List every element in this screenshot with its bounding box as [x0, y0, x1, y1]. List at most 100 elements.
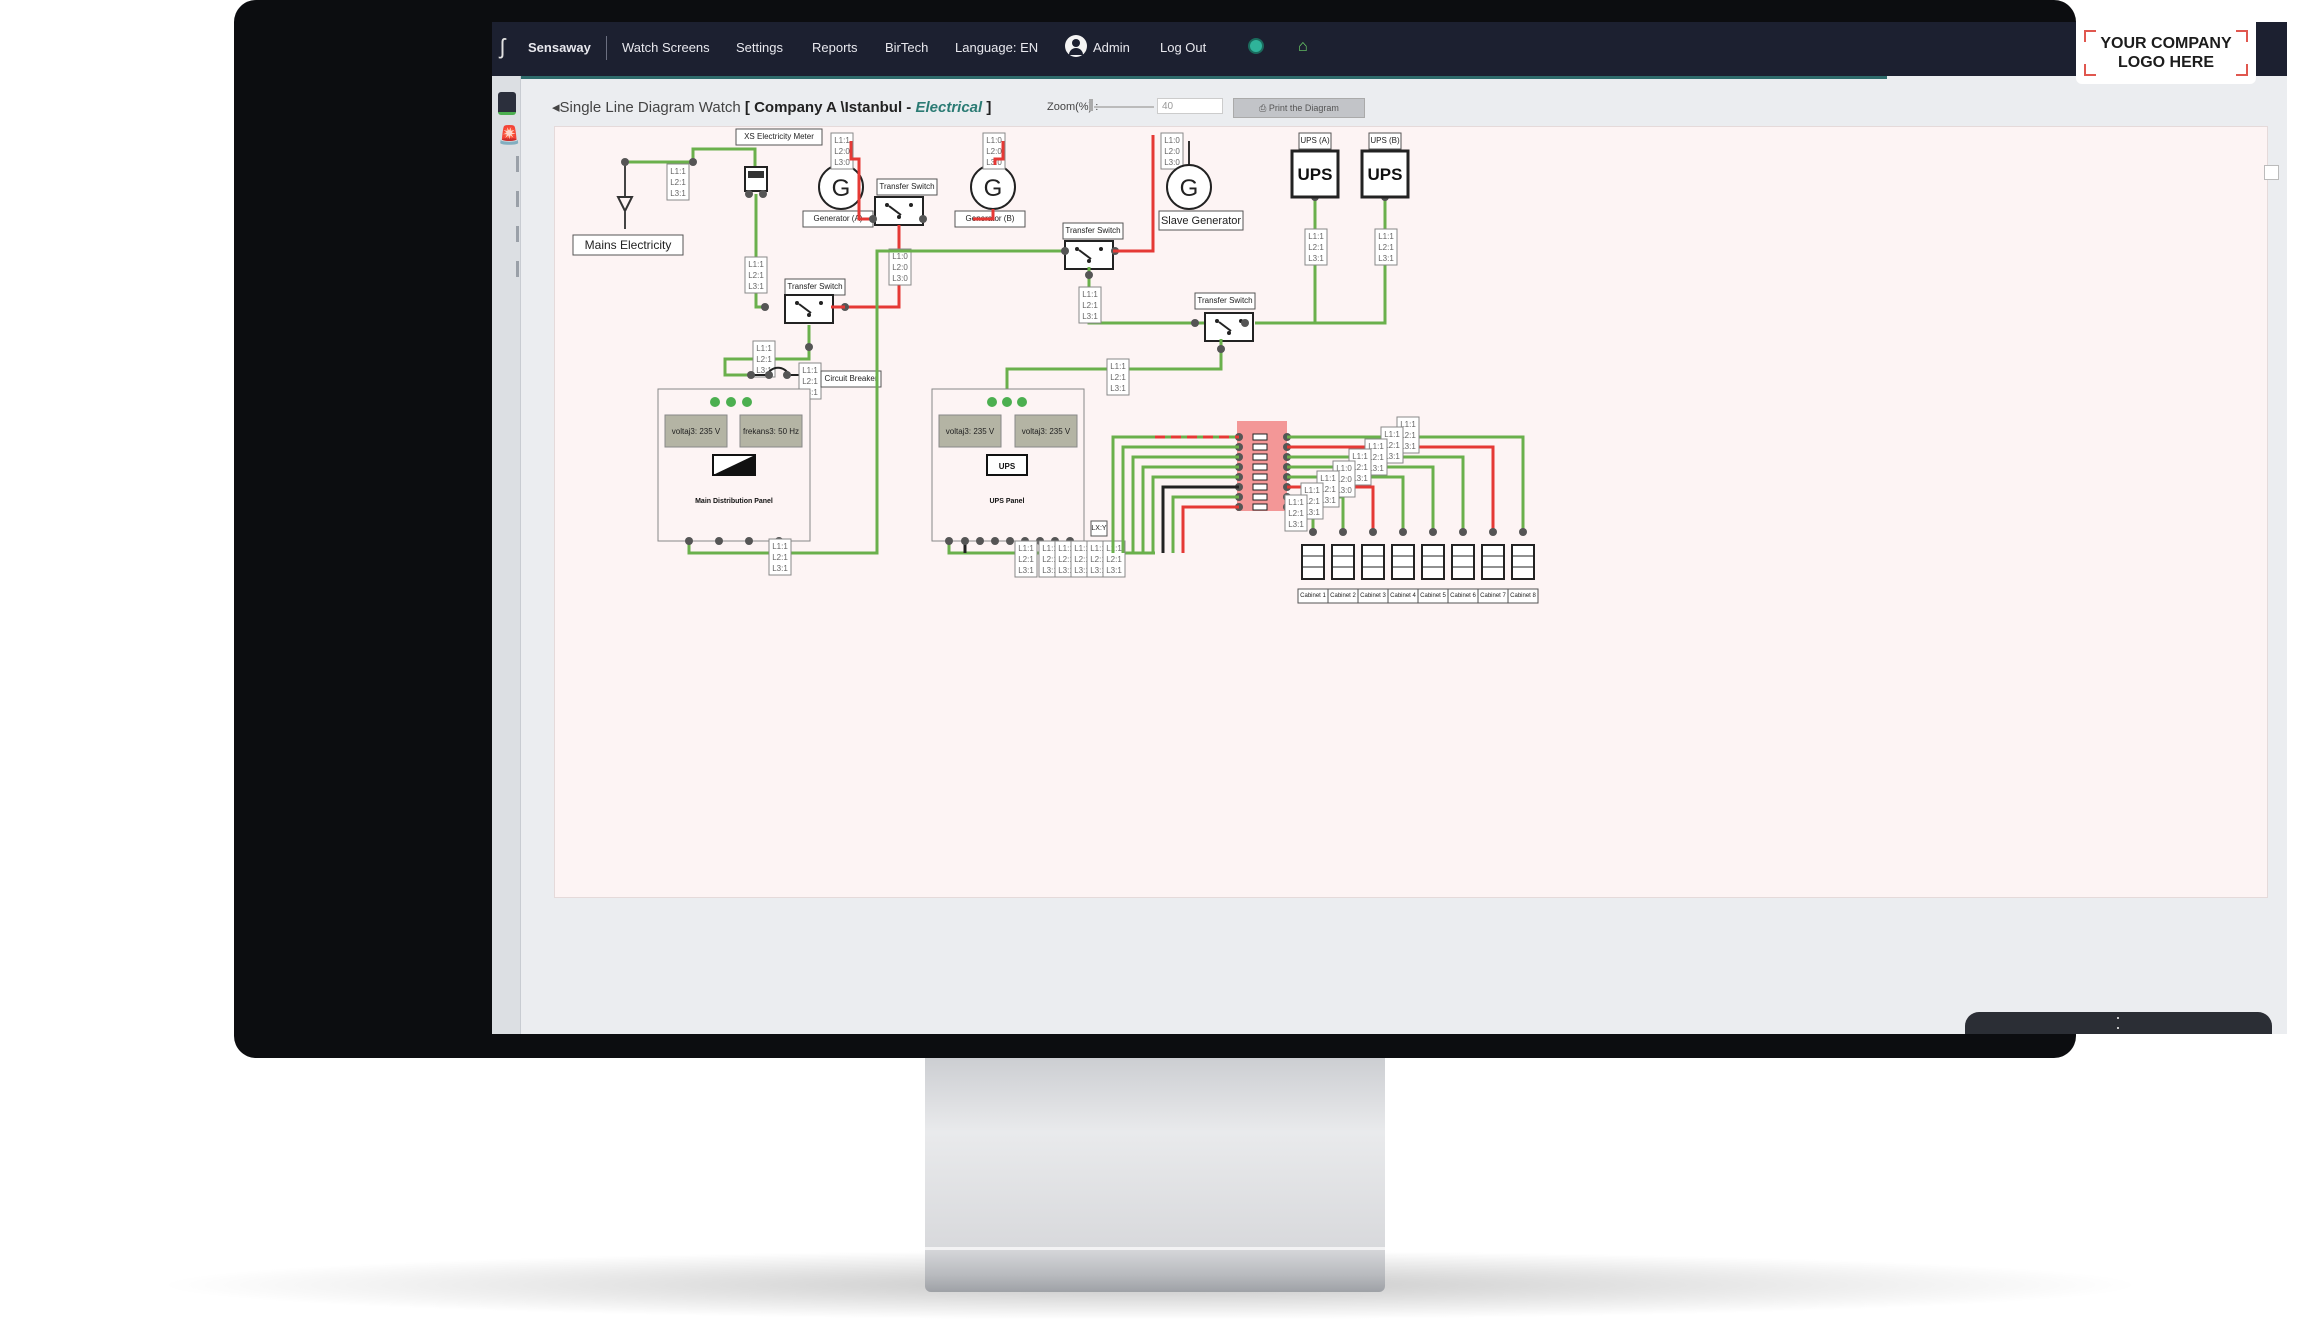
- server-cabinet-icon: [1361, 544, 1385, 580]
- phase-label: L3:1: [1042, 566, 1058, 575]
- server-cabinet-icon: [1421, 544, 1445, 580]
- phase-label: L1:0: [1164, 136, 1180, 145]
- switch-pin: [819, 301, 823, 305]
- junction-dot: [1191, 319, 1199, 327]
- home-icon[interactable]: ⌂: [1298, 38, 1308, 55]
- switch-blade: [798, 303, 812, 314]
- wire-mains-meter: [625, 147, 757, 167]
- user-avatar-icon[interactable]: [1065, 35, 1087, 57]
- switch-pin: [1087, 259, 1091, 263]
- left-rail: 🚨: [492, 76, 521, 1034]
- phase-label: L1:1: [1400, 420, 1416, 429]
- ups-symbol: UPS: [1368, 165, 1403, 184]
- nav-separator: [606, 36, 607, 60]
- circuit-breaker-label: Circuit Breaker: [825, 374, 878, 383]
- bus-fuse: [1252, 433, 1268, 441]
- junction-dot: [689, 158, 697, 166]
- phase-box: [1014, 540, 1038, 578]
- junction-dot: [783, 371, 791, 379]
- phase-label: L3:1: [1074, 566, 1090, 575]
- phase-box: [1106, 358, 1130, 396]
- phase-label: L2:1: [670, 178, 686, 187]
- side-checkbox[interactable]: [2264, 165, 2279, 180]
- navbar-accent-line: [492, 76, 1887, 79]
- rail-alarm-icon[interactable]: 🚨: [498, 125, 521, 145]
- meter-label-box: [735, 128, 823, 146]
- bottom-panel-handle[interactable]: ···: [1965, 1007, 2272, 1034]
- meter-display: [748, 171, 764, 178]
- phase-label: L1:1: [1082, 290, 1098, 299]
- junction-dot: [745, 537, 753, 545]
- phase-box: [830, 132, 854, 170]
- ups-display-1-text: voltaj3: 235 V: [946, 427, 995, 436]
- phase-label: L2:0: [1164, 147, 1180, 156]
- transfer-switch-4-label: Transfer Switch: [1197, 296, 1252, 305]
- mains-arrow-icon: [616, 196, 634, 214]
- server-cabinet-icon: [1301, 544, 1325, 580]
- phase-label: L1:1: [1304, 486, 1320, 495]
- zoom-input[interactable]: [1157, 98, 1223, 114]
- phase-label: L3:1: [1110, 384, 1126, 393]
- nav-settings[interactable]: Settings: [736, 40, 783, 55]
- wire-gen-a: [849, 141, 873, 221]
- screen: ʃ Sensaway Watch Screens Settings Report…: [492, 22, 2287, 1034]
- transfer-switch-1-label: Transfer Switch: [879, 182, 934, 191]
- slave-generator-label-box: [1158, 210, 1244, 231]
- phase-label: L3:1: [1308, 254, 1324, 263]
- phase-label: L3:1: [1352, 474, 1368, 483]
- phase-label: L3:1: [1378, 254, 1394, 263]
- junction-dot: [991, 537, 999, 545]
- transfer-switch-3-label-box: [1062, 222, 1124, 240]
- phase-box: [1374, 228, 1398, 266]
- bus-fuse: [1252, 463, 1268, 471]
- bus-feed-8: [1181, 505, 1239, 553]
- bus-fuse: [1252, 483, 1268, 491]
- phase-label: L3:1: [1288, 520, 1304, 529]
- phase-label: L3:1: [1384, 452, 1400, 461]
- phase-label: L3:1: [1368, 464, 1384, 473]
- zoom-slider[interactable]: [1094, 106, 1154, 108]
- switch-pin: [1099, 247, 1103, 251]
- brand-name[interactable]: Sensaway: [528, 40, 591, 55]
- phase-label: L2:1: [1058, 555, 1074, 564]
- phase-label: L1:0: [1336, 464, 1352, 473]
- back-chevron-icon[interactable]: ◂: [552, 99, 560, 116]
- wire-gen-b: [973, 209, 995, 221]
- zoom-slider-handle[interactable]: [1089, 99, 1093, 111]
- cabinet-label-5: Cabinet 5: [1420, 593, 1446, 599]
- ups-display-2: [1014, 414, 1078, 448]
- nav-reports[interactable]: Reports: [812, 40, 858, 55]
- junction-dot: [919, 215, 927, 223]
- phase-label: L2:1: [1090, 555, 1106, 564]
- print-diagram-button[interactable]: ⎙ Print the Diagram: [1233, 98, 1365, 118]
- rail-dashboard-icon[interactable]: [498, 92, 516, 115]
- server-cabinet-icon: [1481, 544, 1505, 580]
- rail-tick: [516, 261, 519, 277]
- switch-pin: [885, 203, 889, 207]
- switch-blade: [1078, 249, 1092, 260]
- phase-label: L1:1: [1320, 474, 1336, 483]
- nav-watch-screens[interactable]: Watch Screens: [622, 40, 710, 55]
- ups-b-label-box: [1368, 132, 1402, 150]
- nav-language[interactable]: Language: EN: [955, 40, 1039, 55]
- phase-label: L2:1: [1074, 555, 1090, 564]
- phase-box: [1078, 286, 1102, 324]
- nav-logout[interactable]: Log Out: [1160, 40, 1207, 55]
- switch-pin: [897, 215, 901, 219]
- top-navbar: ʃ Sensaway Watch Screens Settings Report…: [492, 22, 2287, 84]
- more-vertical-icon[interactable]: ···: [2115, 1007, 2121, 1034]
- nav-user[interactable]: Admin: [1093, 40, 1130, 55]
- nav-birtech[interactable]: BirTech: [885, 40, 929, 55]
- phase-label: L1:1: [756, 344, 772, 353]
- transfer-switch-1: [874, 196, 924, 226]
- bus-fuse: [1252, 493, 1268, 501]
- monitor-bezel: ʃ Sensaway Watch Screens Settings Report…: [234, 0, 2287, 1058]
- main-panel-title: Main Distribution Panel: [695, 498, 773, 505]
- bus-fuse: [1252, 473, 1268, 481]
- cabinet-feed-6: [1287, 455, 1465, 532]
- cabinet-label-1: Cabinet 1: [1300, 593, 1326, 599]
